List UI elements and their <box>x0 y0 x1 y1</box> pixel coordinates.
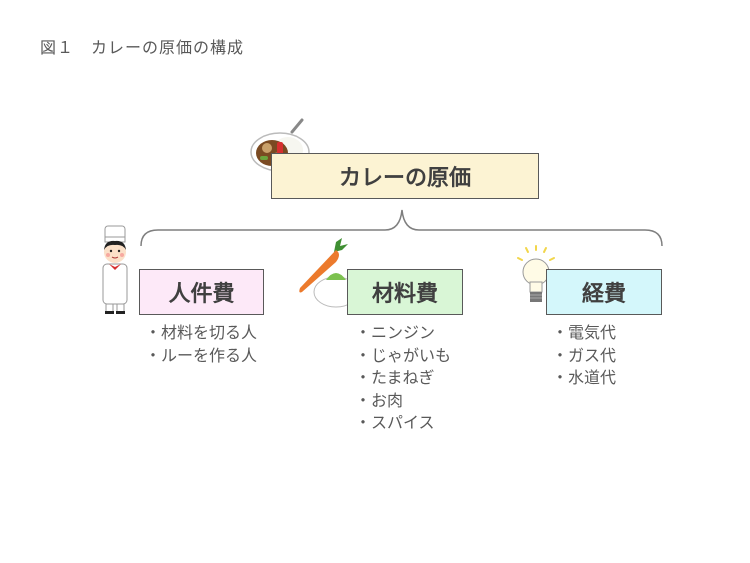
list-item: スパイス <box>355 412 451 435</box>
category-material-cost: 材料費 <box>347 269 463 315</box>
list-item: ガス代 <box>552 345 616 368</box>
list-item: ルーを作る人 <box>145 345 257 368</box>
list-item: お肉 <box>355 390 451 413</box>
list-item: 電気代 <box>552 322 616 345</box>
figure-caption: 図１ カレーの原価の構成 <box>40 38 245 57</box>
chef-icon <box>102 225 128 314</box>
list-item: 材料を切る人 <box>145 322 257 345</box>
category-overhead-cost: 経費 <box>546 269 662 315</box>
list-item: たまねぎ <box>355 367 451 390</box>
root-node-curry-cost: カレーの原価 <box>271 153 539 199</box>
list-item: 水道代 <box>552 367 616 390</box>
overhead-cost-items: 電気代 ガス代 水道代 <box>552 322 616 390</box>
list-item: じゃがいも <box>355 345 451 368</box>
category-labor-cost: 人件費 <box>139 269 264 315</box>
material-cost-items: ニンジン じゃがいも たまねぎ お肉 スパイス <box>355 322 451 435</box>
list-item: ニンジン <box>355 322 451 345</box>
light-bulb-icon <box>517 245 555 302</box>
labor-cost-items: 材料を切る人 ルーを作る人 <box>145 322 257 367</box>
